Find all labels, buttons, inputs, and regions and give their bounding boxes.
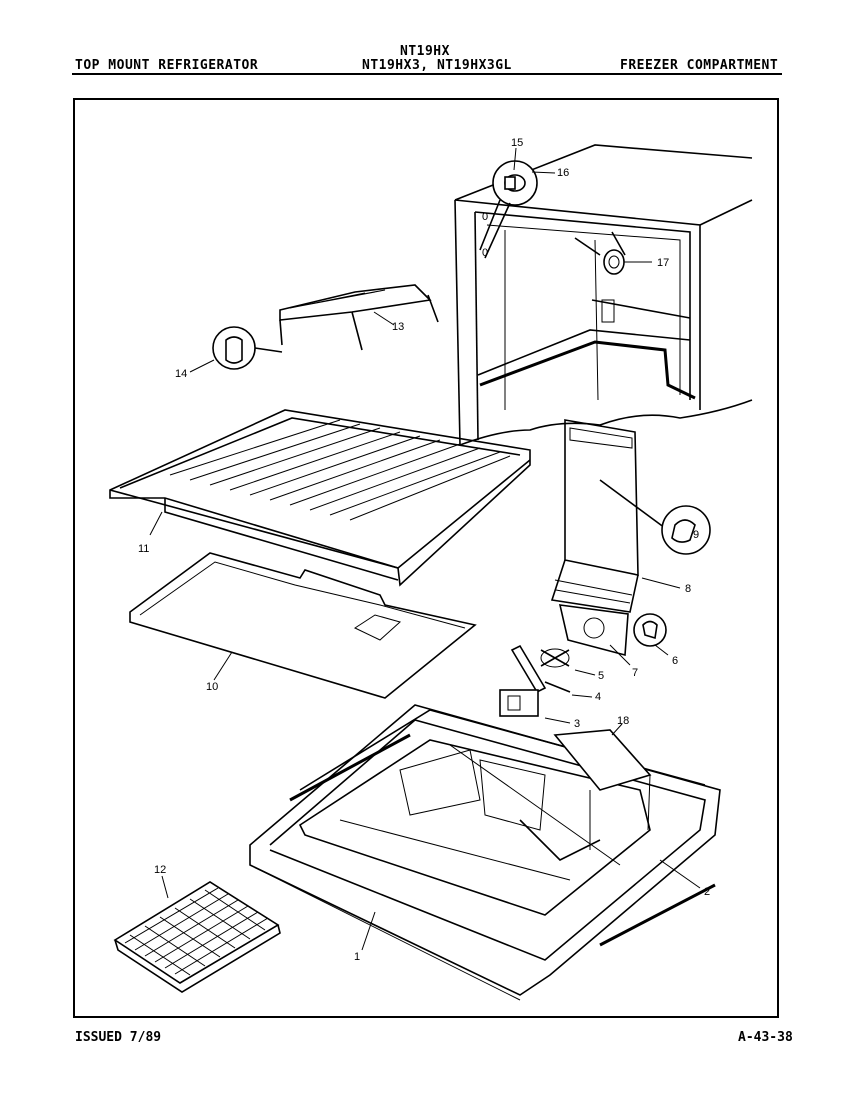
diagram-frame: [73, 98, 779, 1018]
freezer-floor-tray: [249, 704, 721, 1001]
callout-2: 2: [704, 886, 710, 898]
callout-3: 3: [574, 718, 580, 730]
callout-6: 6: [672, 655, 678, 667]
callout-labels: 15 16 17 13 14 11 9 8 10 6 7 5 4 3 18 12…: [138, 137, 710, 963]
freezer-shelf: [109, 409, 531, 587]
callout-12: 12: [154, 864, 166, 876]
callout-14: 14: [175, 368, 187, 380]
header-left: TOP MOUNT REFRIGERATOR: [75, 58, 259, 73]
callout-7: 7: [632, 667, 638, 679]
callout-13: 13: [392, 321, 404, 333]
callout-4: 4: [595, 691, 601, 703]
callout-8: 8: [685, 583, 691, 595]
svg-text:0: 0: [482, 211, 488, 223]
header-rule: [72, 73, 782, 75]
callout-5: 5: [598, 670, 604, 682]
ice-cube-tray: [113, 875, 281, 993]
callout-18: 18: [617, 715, 629, 727]
fan-shroud: [558, 604, 669, 666]
fan-motor-assembly: [499, 644, 596, 724]
freezer-cabinet: [454, 144, 753, 446]
callout-1: 1: [354, 951, 360, 963]
svg-text:0: 0: [482, 247, 488, 259]
callout-17: 17: [657, 257, 669, 269]
header-right: FREEZER COMPARTMENT: [620, 58, 779, 73]
callout-15: 15: [511, 137, 523, 149]
header-model: NT19HX: [400, 44, 450, 59]
air-duct: [550, 419, 711, 613]
callout-11: 11: [138, 543, 149, 555]
header-model-variants: NT19HX3, NT19HX3GL: [362, 58, 512, 73]
light-socket-detail: 0 0: [479, 147, 556, 259]
shelf-bracket: [189, 284, 439, 373]
document-number: A-43-38: [738, 1030, 793, 1045]
evaporator-cover: [129, 552, 477, 699]
issued-date: ISSUED 7/89: [75, 1030, 162, 1045]
callout-16: 16: [557, 167, 569, 179]
callout-9: 9: [693, 529, 699, 541]
callout-10: 10: [206, 681, 218, 693]
